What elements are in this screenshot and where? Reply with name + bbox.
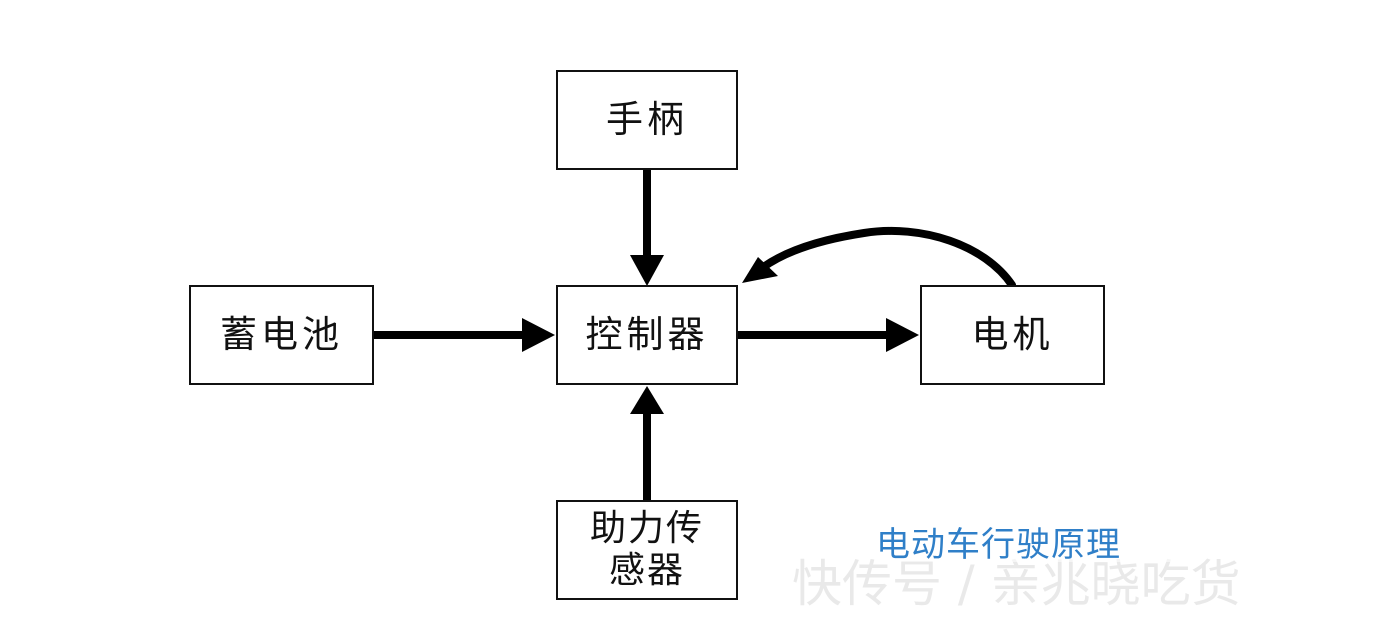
arrow-motor-feedback-to-controller (742, 226, 1016, 289)
assist-sensor-box: 助力传 感器 (556, 500, 738, 600)
arrow-sensor-to-controller (630, 386, 664, 500)
handle-box: 手柄 (556, 70, 738, 170)
diagram-caption: 电动车行驶原理 (876, 528, 1176, 562)
assist-sensor-label: 助力传 感器 (590, 508, 704, 593)
battery-box: 蓄电池 (189, 285, 374, 385)
battery-label: 蓄电池 (220, 312, 343, 356)
arrow-battery-to-controller (372, 318, 555, 352)
motor-label: 电机 (971, 312, 1054, 356)
controller-label: 控制器 (585, 312, 709, 356)
assist-sensor-label-line-1: 助力传 (589, 507, 704, 549)
arrow-handle-to-controller (630, 168, 664, 286)
motor-box: 电机 (920, 285, 1105, 385)
controller-box: 控制器 (556, 285, 738, 385)
assist-sensor-label-line-2: 感器 (608, 550, 685, 591)
arrow-controller-to-motor (736, 318, 919, 352)
handle-label: 手柄 (606, 97, 688, 141)
